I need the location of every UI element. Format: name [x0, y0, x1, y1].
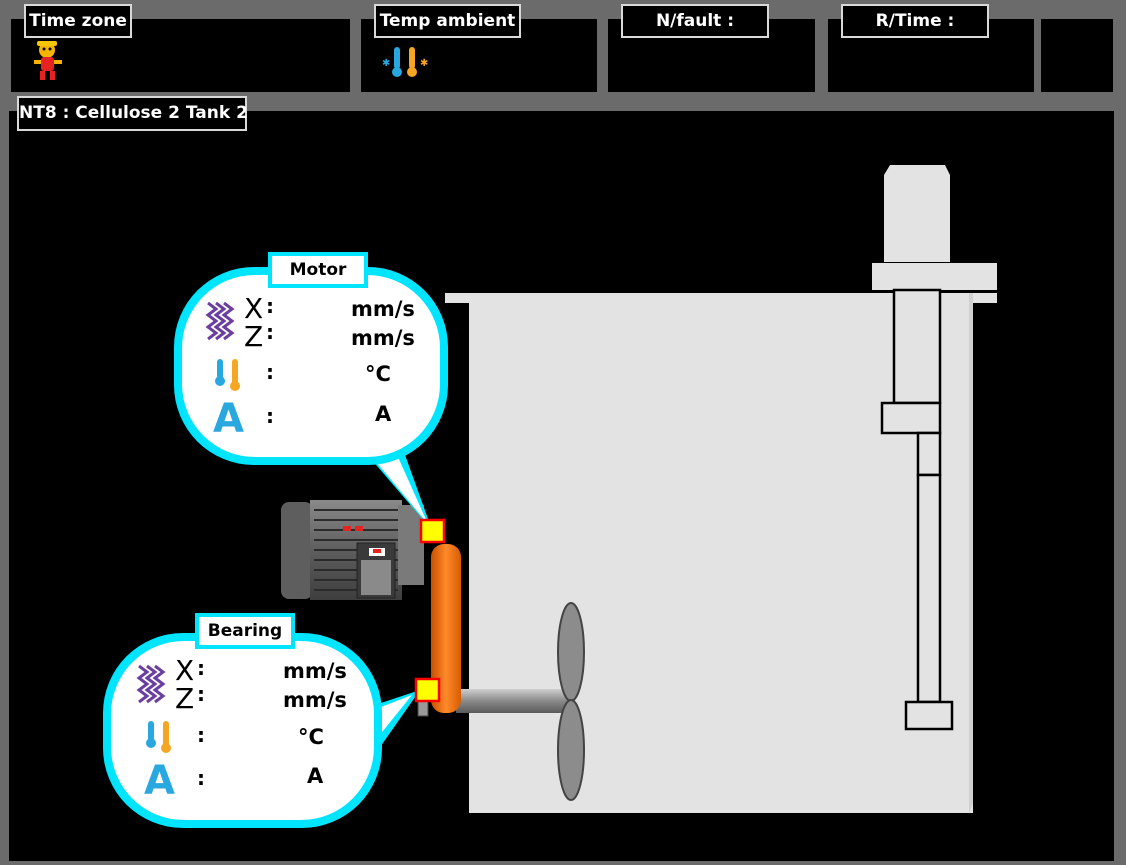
bearing-vib-z-axis: Z	[175, 682, 195, 715]
motor-vib-x-axis: X	[244, 292, 264, 325]
bearing-vib-x-colon: :	[197, 656, 205, 680]
thermometer-icon	[146, 721, 171, 753]
motor-vib-x-colon: :	[266, 294, 274, 318]
motor-label: Motor	[268, 252, 368, 288]
motor-vib-x-unit: mm/s	[351, 297, 415, 321]
drive-pulley	[417, 544, 461, 717]
electric-motor	[281, 500, 424, 600]
page-title: NT8 : Cellulose 2 Tank 2	[17, 96, 248, 131]
agitator-drive	[872, 165, 997, 731]
bearing-vib-z-unit: mm/s	[283, 688, 347, 712]
motor-current-unit: A	[375, 402, 392, 426]
motor-vib-z-colon: :	[266, 320, 274, 344]
extra-header-panel	[1041, 19, 1113, 92]
thermometer-icon	[215, 359, 240, 391]
vibration-icon	[136, 664, 166, 704]
motor-vib-z-unit: mm/s	[351, 326, 415, 350]
bearing-vib-x-unit: mm/s	[283, 659, 347, 683]
motor-temp-unit: °C	[365, 362, 391, 386]
temp-ambient-label: Temp ambient	[374, 4, 521, 38]
motor-vib-z-axis: Z	[244, 320, 264, 353]
side-agitator	[456, 602, 585, 801]
bearing-current-unit: A	[307, 764, 324, 788]
current-a-icon: A	[213, 396, 244, 442]
bearing-vib-x-axis: X	[175, 654, 195, 687]
r-time-label: R/Time :	[841, 4, 989, 38]
time-zone-label: Time zone	[24, 4, 132, 38]
svg-text:✱: ✱	[420, 58, 428, 69]
bearing-temp-colon: :	[197, 723, 205, 747]
thermometer-icon: ✱ ✱	[382, 47, 428, 77]
bearing-vib-z-colon: :	[197, 682, 205, 706]
n-fault-label: N/fault :	[621, 4, 769, 38]
current-a-icon: A	[144, 758, 175, 804]
bearing-sensor-marker[interactable]	[414, 677, 441, 703]
vibration-icon	[205, 301, 235, 341]
bearing-bubble-shape	[103, 633, 420, 828]
svg-text:✱: ✱	[382, 58, 390, 69]
motor-sensor-marker[interactable]	[419, 518, 446, 544]
motor-bubble-shape	[174, 267, 448, 530]
tank	[445, 293, 997, 813]
motor-current-colon: :	[266, 404, 274, 428]
worker-mascot-icon	[34, 41, 62, 80]
bearing-temp-unit: °C	[298, 725, 324, 749]
bearing-current-colon: :	[197, 766, 205, 790]
motor-temp-colon: :	[266, 360, 274, 384]
bearing-label: Bearing	[195, 613, 295, 649]
